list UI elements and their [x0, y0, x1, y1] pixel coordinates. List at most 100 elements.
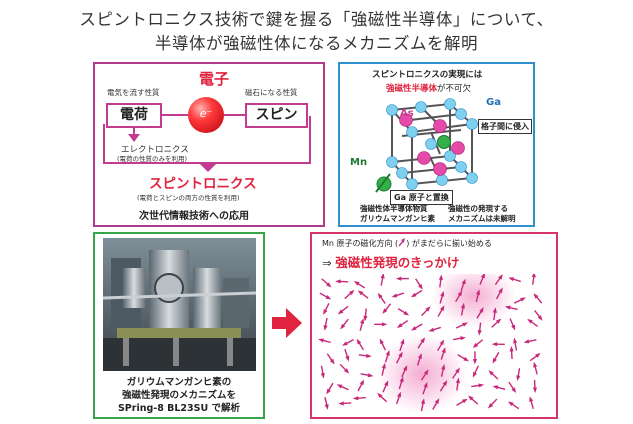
bottom-bracket-line: [103, 162, 207, 164]
spin-arrow-icon: [523, 339, 537, 344]
spin-arrow-icon: [509, 345, 514, 360]
left-bracket-line: [103, 124, 105, 164]
charge-label: 電荷: [120, 107, 148, 123]
spin-arrow-icon: [335, 279, 349, 284]
spin-arrow-icon: [437, 339, 445, 352]
spin-arrow-icon: [395, 391, 402, 405]
interstitial-label: 格子間に侵入: [478, 119, 532, 134]
application-label: 次世代情報技術への応用: [139, 211, 249, 222]
right-arrow-icon: [272, 308, 302, 338]
spin-arrow-icon: [323, 302, 330, 315]
title-line-1: スピントロニクス技術で鍵を握る「強磁性半導体」について、: [79, 10, 554, 29]
experiment-caption: ガリウムマンガンヒ素の 強磁性発現のメカニズムを SPring-8 BL23SU…: [95, 376, 263, 415]
title-line-2: 半導体が強磁性体になるメカニズムを解明: [155, 34, 478, 53]
material-caption-line-1: 強磁性体半導体物質: [360, 204, 428, 213]
spin-arrow-icon: [338, 401, 352, 406]
spin-arrow-icon: [529, 353, 541, 362]
spin-arrow-icon: [492, 385, 506, 390]
ga-label: Ga: [486, 97, 501, 108]
spin-arrow-icon: [479, 274, 485, 285]
spin-arrow-icon: [491, 318, 502, 328]
spin-arrow-icon: [420, 369, 429, 381]
spin-arrow-icon: [428, 326, 442, 332]
right-bottom-bracket-line: [207, 162, 311, 164]
experiment-caption-line-2: 強磁性発現のメカニズムを: [121, 390, 236, 401]
spin-arrow-icon: [422, 381, 428, 395]
requirement-header: スピントロニクスの実現には: [372, 70, 483, 80]
right-bracket-line: [309, 116, 311, 164]
spin-arrow-icon: [339, 363, 350, 374]
spin-arrow-icon: [494, 274, 503, 286]
spin-arrow-icon: [533, 361, 538, 375]
crystal-structure-panel: スピントロニクスの実現には 強磁性半導体が不可欠 As Ga Mn 格子間に侵: [338, 62, 535, 227]
spin-arrow-icon: [399, 338, 405, 352]
spin-arrow-icon: [509, 318, 516, 331]
spin-connector: [224, 114, 245, 116]
ferromagnetism-trigger-text: 強磁性発現のきっかけ: [335, 255, 460, 270]
spin-arrow-icon: [437, 305, 445, 317]
spin-arrow-icon: [344, 348, 350, 362]
spin-arrow-icon: [360, 373, 374, 378]
electronics-note: (電荷の性質のみを利用): [117, 155, 188, 163]
beamline-apparatus-photo: [103, 238, 256, 371]
spin-arrow-icon: [395, 276, 409, 281]
spin-arrow-icon: [532, 379, 538, 393]
electron-symbol: e⁻: [199, 107, 213, 120]
spin-arrow-icon: [495, 287, 503, 300]
spin-arrow-icon: [382, 380, 389, 393]
spin-arrow-icon: [460, 302, 465, 316]
spin-arrow-icon: [396, 319, 409, 328]
spin-arrow-icon: [323, 317, 328, 331]
magnet-caption: 磁石になる性質: [245, 88, 298, 97]
spin-arrow-icon: [353, 281, 366, 289]
spin-arrow-icon: [468, 395, 479, 405]
spin-arrow-icon: [420, 398, 425, 412]
ferromagnetism-trigger-row: ⇒ 強磁性発現のきっかけ: [322, 252, 459, 271]
spin-arrow-icon: [440, 363, 446, 377]
charge-connector: [162, 114, 188, 116]
magnetization-text-end: ) がまだらに揃い始める: [406, 239, 492, 248]
spin-arrow-icon: [377, 392, 388, 403]
spin-arrow-icon: [359, 318, 365, 331]
spin-arrow-icon: [356, 338, 365, 351]
spin-arrow-icon: [382, 303, 392, 314]
spin-arrow-icon: [336, 384, 349, 391]
spin-arrow-icon: [357, 379, 365, 392]
spin-arrow-icon: [457, 354, 470, 362]
spin-arrow-icon: [401, 365, 408, 378]
spin-arrow-icon: [472, 351, 478, 365]
spin-arrow-icon: [492, 307, 497, 321]
electronics-arrow-icon: [128, 134, 140, 142]
spin-arrow-icon: [395, 351, 403, 364]
spin-arrow-icon: [476, 307, 484, 319]
spin-arrow-icon: [460, 278, 466, 292]
experiment-caption-line-1: ガリウムマンガンヒ素の: [126, 377, 232, 388]
charge-caption: 電気を流す性質: [107, 88, 160, 97]
spin-arrow-icon: [320, 365, 325, 379]
spin-arrow-icon: [513, 297, 526, 304]
spin-arrow-icon: [363, 308, 368, 322]
spin-arrow-icon: [456, 398, 468, 407]
spin-arrow-icon: [357, 290, 369, 299]
spin-arrow-icon: [410, 289, 423, 298]
spin-arrow-icon: [324, 397, 329, 410]
spin-arrow-icon: [488, 370, 499, 380]
spin-arrow-icon: [337, 305, 349, 315]
spin-arrow-icon: [379, 338, 387, 351]
requirement-subheader: 強磁性半導体が不可欠: [386, 82, 471, 94]
spin-arrow-icon: [344, 289, 355, 300]
spin-arrow-icon: [504, 305, 518, 311]
spin-arrow-icon: [384, 349, 390, 363]
spin-arrow-icon: [318, 338, 331, 344]
spin-arrow-icon: [321, 278, 332, 288]
spin-arrow-icon: [440, 347, 446, 360]
spin-arrow-icon: [415, 278, 423, 290]
spintronics-arrow-icon: [198, 162, 218, 172]
spin-arrow-icon: [340, 318, 349, 330]
mechanism-caption-line-1: 強磁性の発現する: [448, 204, 508, 213]
spin-arrow-icon: [452, 336, 466, 341]
spin-arrow-icon: [416, 353, 422, 366]
spin-arrow-icon: [527, 318, 539, 328]
spin-arrow-icon: [377, 292, 386, 304]
spin-arrow-icon: [487, 398, 498, 409]
